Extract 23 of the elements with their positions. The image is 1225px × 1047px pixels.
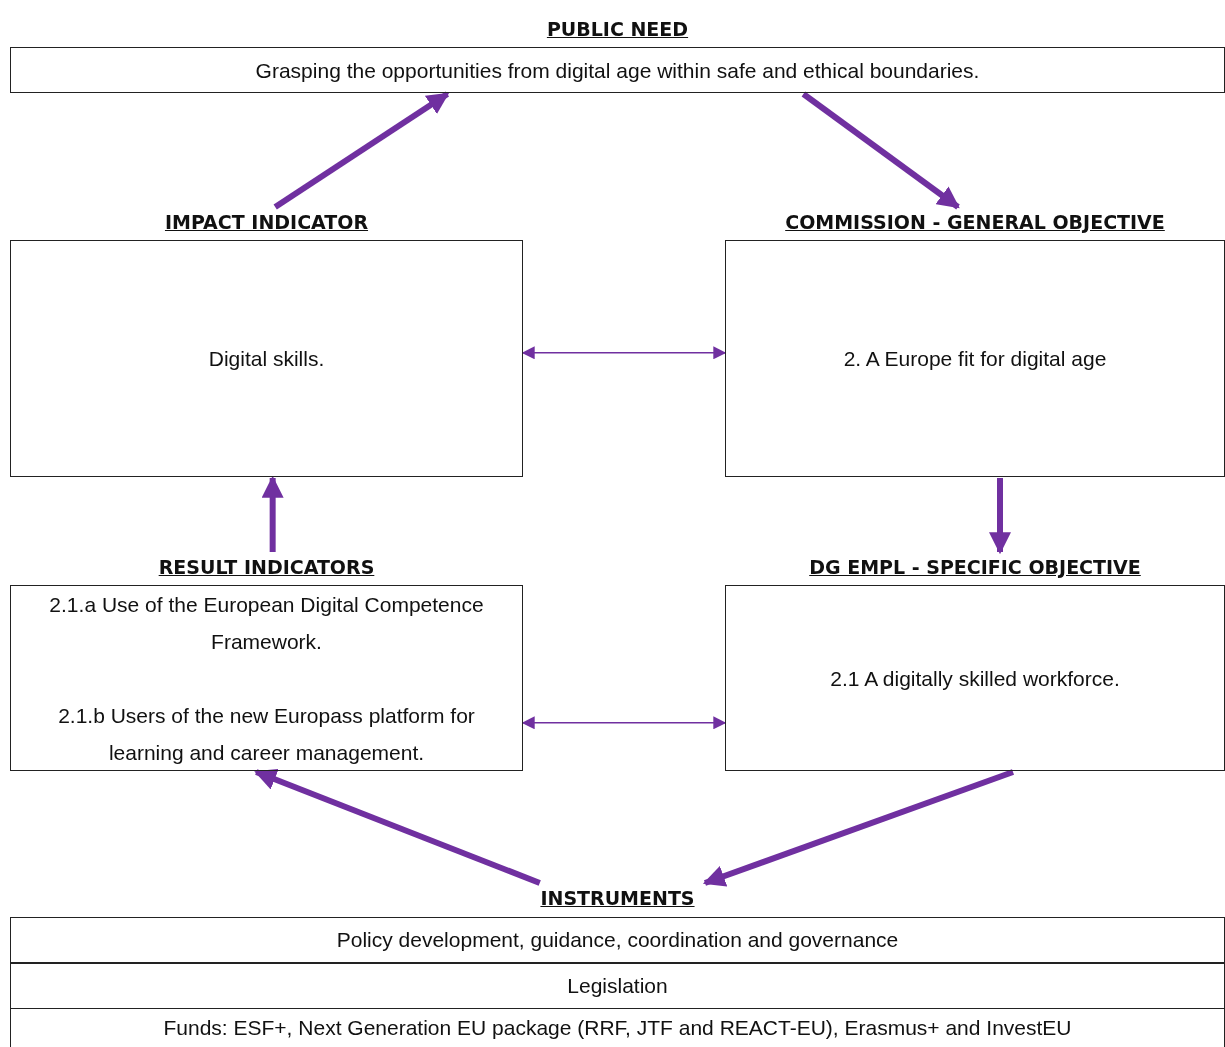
table-row: Legislation bbox=[10, 962, 1225, 1009]
section-heading: INSTRUMENTS bbox=[540, 886, 695, 911]
section-heading: COMMISSION - GENERAL OBJECTIVE bbox=[785, 210, 1165, 235]
arrow bbox=[254, 769, 541, 886]
section-heading: RESULT INDICATORS bbox=[158, 555, 375, 580]
indicator-box: Digital skills. bbox=[10, 240, 523, 477]
arrow bbox=[521, 346, 727, 360]
section-heading: DG EMPL - SPECIFIC OBJECTIVE bbox=[809, 555, 1141, 580]
arrow bbox=[801, 91, 960, 210]
objective-box: 2.1 A digitally skilled workforce. bbox=[725, 585, 1225, 771]
need-box: Grasping the opportunities from digital age within safe and ethical boundaries. bbox=[10, 47, 1225, 93]
arrow bbox=[261, 475, 284, 552]
objective-box: 2. A Europe fit for digital age bbox=[725, 240, 1225, 477]
table-row: Policy development, guidance, coordination and governance bbox=[10, 916, 1225, 964]
body-text: 2.1.b Users of the new Europass platform for learning and career management. bbox=[57, 702, 476, 766]
table-row: Funds: ESF+, Next Generation EU package (RRF, JTF and REACT-EU), Erasmus+ and InvestEU bbox=[10, 1007, 1225, 1047]
arrow bbox=[702, 769, 1014, 887]
arrow bbox=[273, 91, 450, 210]
body-text: 2.1.a Use of the European Digital Competence Framework. bbox=[48, 591, 485, 655]
arrow bbox=[989, 478, 1011, 555]
arrow bbox=[521, 716, 727, 730]
section-heading: IMPACT INDICATOR bbox=[164, 210, 369, 235]
section-heading: PUBLIC NEED bbox=[546, 17, 689, 42]
